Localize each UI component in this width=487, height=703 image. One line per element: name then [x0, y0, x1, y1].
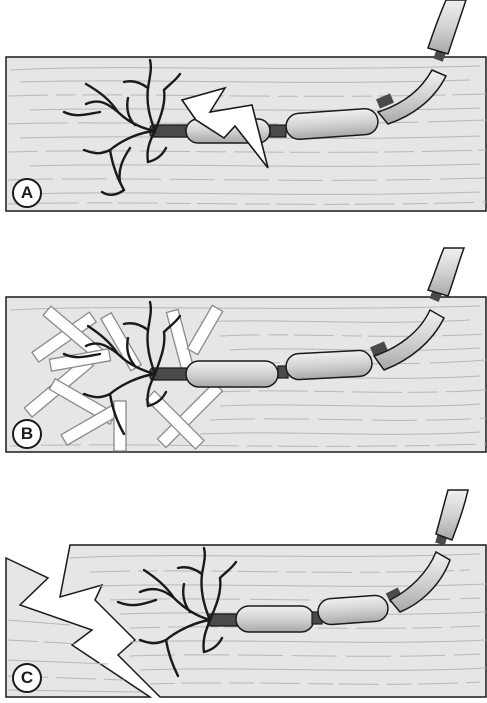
panel-label-c: C	[12, 663, 42, 693]
panel-b	[6, 248, 486, 452]
myelin-segment	[317, 595, 389, 626]
myelin-segment	[186, 361, 278, 387]
panel-label-a: A	[12, 178, 42, 208]
myelin-segment	[285, 350, 372, 380]
myelin-segment	[436, 490, 468, 540]
myelin-segment	[236, 606, 314, 632]
panel-a	[6, 0, 486, 211]
myelin-segment	[285, 108, 379, 140]
panel-label-b: B	[12, 419, 42, 449]
panel-c	[6, 490, 486, 697]
myelin-segment	[428, 0, 466, 54]
myelin-segment	[428, 248, 464, 296]
